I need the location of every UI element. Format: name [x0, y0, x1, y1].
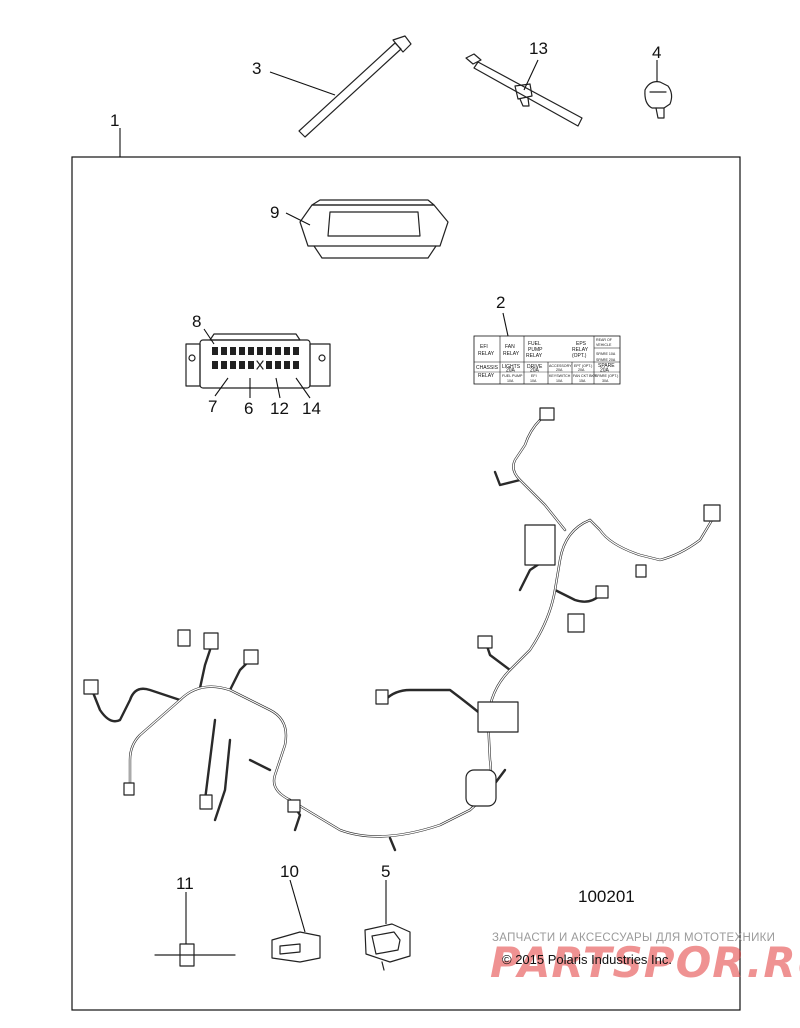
wiring-harness — [83, 407, 721, 852]
watermark-brand-logo: PARTSPOR.RU — [490, 938, 800, 987]
callout-7: 7 — [208, 397, 217, 416]
label-keyswitch-10a: 10A — [556, 379, 563, 383]
label-spare-20a-top: SPARE 20A — [596, 358, 616, 362]
label-drive: DRIVE — [527, 364, 543, 370]
part-8-fuse-block — [185, 328, 331, 399]
label-spare-opt: SPARE (OPT.) — [595, 374, 618, 378]
label-rear-of: REAR OF — [596, 338, 613, 342]
label-fan-ckt-15a: 15A — [579, 379, 586, 383]
label-spare-opt-30a: 30A — [602, 379, 609, 383]
label-spare-20a: 20A — [600, 368, 610, 374]
callout-11: 11 — [176, 874, 194, 893]
part-13-push-mount-tie — [465, 53, 583, 127]
part-11-diode — [154, 892, 236, 967]
label-eps: EPS — [576, 341, 587, 347]
label-fuel-pump: FUEL PUMP — [502, 374, 523, 378]
watermark-site-text: ЗАПЧАСТИ И АКСЕССУАРЫ ДЛЯ МОТОТЕХНИКИ — [492, 932, 776, 944]
figure-number: 100201 — [578, 887, 635, 906]
label-keyswitch: KEYSWITCH — [549, 374, 571, 378]
label-pump-relay: RELAY — [526, 353, 543, 359]
part-2-fuse-label: EFI RELAY FAN RELAY FUEL PUMP RELAY EPS … — [473, 312, 621, 385]
label-spare-10a: SPARE 10A — [596, 352, 616, 356]
label-accessory-20a: 20A — [556, 368, 563, 372]
callout-5: 5 — [381, 862, 390, 881]
label-lights-20a: 20A — [506, 368, 516, 374]
kit-boundary-box — [71, 156, 741, 1011]
callout-1: 1 — [110, 111, 119, 130]
label-lights: LIGHTS — [502, 364, 521, 370]
part-10-terminal-lock — [271, 879, 321, 963]
callout-10: 10 — [280, 862, 299, 881]
label-chassis-relay: RELAY — [478, 373, 495, 379]
part-9-fusebox-cover — [285, 199, 449, 259]
label-ept: EPT (OPT.) — [574, 364, 592, 368]
callout-8: 8 — [192, 312, 201, 331]
label-efi-10a: 10A — [530, 379, 537, 383]
label-fuel: FUEL — [528, 341, 541, 347]
copyright-text: © 2015 Polaris Industries Inc. — [502, 952, 672, 967]
label-fan-relay: RELAY — [503, 351, 520, 357]
callout-2: 2 — [496, 293, 505, 312]
label-fan: FAN — [505, 344, 515, 350]
label-eps-opt: (OPT.) — [572, 353, 587, 359]
label-ept-20a: 20A — [578, 368, 585, 372]
callout-12: 12 — [270, 399, 289, 418]
label-chassis: CHASSIS — [476, 365, 499, 371]
callout-3: 3 — [252, 59, 261, 78]
part-3-cable-tie — [269, 35, 412, 138]
callout-14: 14 — [302, 399, 321, 418]
label-accessory: ACCESSORY — [549, 364, 572, 368]
label-fuel-pump-10a: 10A — [507, 379, 514, 383]
callout-6: 6 — [244, 399, 253, 418]
label-drive-20a: 20A — [530, 368, 540, 374]
label-eps-relay: RELAY — [572, 347, 589, 353]
label-efi-fuse: EFI — [531, 374, 537, 378]
callout-9: 9 — [270, 203, 279, 222]
label-fan-ckt: FAN CKT BKR — [573, 374, 597, 378]
callout-13: 13 — [529, 39, 548, 58]
part-4-clip — [644, 60, 673, 119]
label-vehicle: VEHICLE — [596, 343, 612, 347]
label-pump: PUMP — [528, 347, 543, 353]
callout-4: 4 — [652, 43, 661, 62]
part-5-connector — [364, 880, 411, 971]
label-spare: SPARE — [598, 363, 615, 369]
label-efi-relay: RELAY — [478, 351, 495, 357]
label-efi: EFI — [480, 344, 488, 350]
